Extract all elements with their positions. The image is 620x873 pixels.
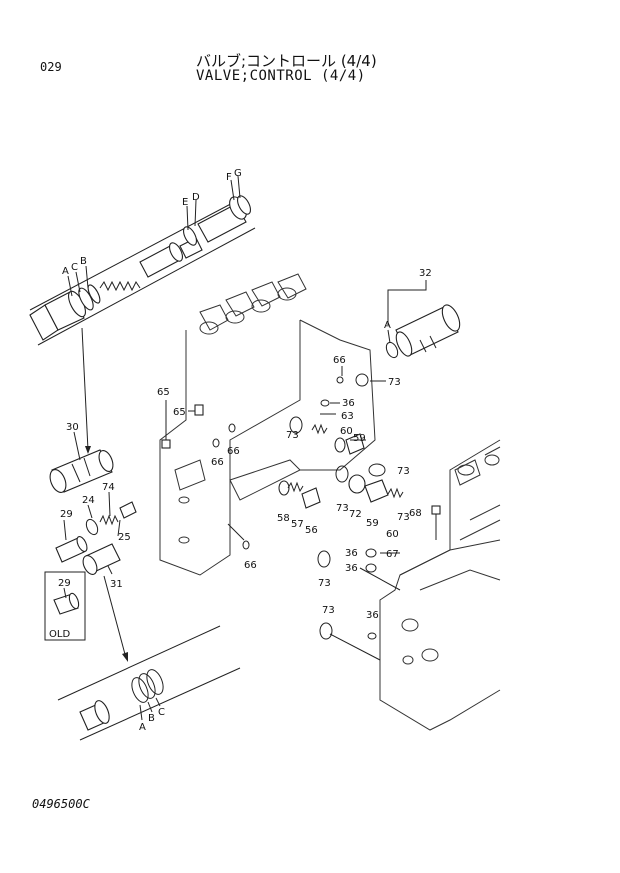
- callout-a-lower: A: [139, 722, 146, 733]
- callout-74: 74: [102, 482, 115, 493]
- callout-36-a: 36: [342, 398, 355, 409]
- callout-29-a: 29: [60, 509, 73, 520]
- callout-73-g: 73: [322, 605, 335, 616]
- callout-a-upper: A: [62, 266, 69, 277]
- callout-72: 72: [349, 509, 362, 520]
- part-32-cartridge: [385, 280, 461, 359]
- callout-66-b: 66: [211, 457, 224, 468]
- callout-old: OLD: [49, 629, 70, 640]
- callout-73-e: 73: [397, 512, 410, 523]
- valve-body-right: [379, 439, 501, 731]
- callout-60-a: 60: [340, 426, 353, 437]
- small-parts-left: [44, 491, 137, 641]
- spool-assembly-upper: [29, 175, 256, 346]
- callout-a-right: A: [384, 320, 391, 331]
- callout-58: 58: [277, 513, 290, 524]
- callout-c-lower: C: [158, 707, 165, 718]
- callout-29-b: 29: [58, 578, 71, 589]
- callout-f: F: [226, 172, 232, 183]
- callout-73-c: 73: [397, 466, 410, 477]
- callout-31: 31: [110, 579, 123, 590]
- drawing-reference-code: 0496500C: [32, 797, 90, 811]
- callout-73-b: 73: [286, 430, 299, 441]
- callout-65-b: 65: [173, 407, 186, 418]
- callout-labels: A C B E D F G 32 A 66 73 36 63 60 59 73 …: [49, 168, 432, 733]
- callout-d: D: [192, 192, 200, 203]
- old-part-box: [44, 571, 86, 641]
- title-japanese: バルブ;コントロール (4/4): [196, 52, 377, 70]
- part-30-spool: [49, 431, 114, 493]
- transfer-arrow-lower: [103, 575, 127, 659]
- callout-66-a: 66: [333, 355, 346, 366]
- callout-59-b: 59: [366, 518, 379, 529]
- callout-73-f: 73: [318, 578, 331, 589]
- callout-b-lower: B: [148, 713, 155, 724]
- callout-56: 56: [305, 525, 318, 536]
- callout-73-d: 73: [336, 503, 349, 514]
- callout-36-b: 36: [345, 548, 358, 559]
- callout-67: 67: [386, 549, 399, 560]
- title-english: VALVE;CONTROL (4/4): [196, 68, 366, 84]
- callout-66-c: 66: [227, 446, 240, 457]
- callout-66-d: 66: [244, 560, 257, 571]
- callout-g: G: [234, 168, 242, 179]
- lower-plug-assembly: [57, 625, 241, 741]
- callout-c-upper: C: [71, 262, 78, 273]
- callout-36-c: 36: [345, 563, 358, 574]
- callout-e: E: [182, 197, 188, 208]
- callout-68: 68: [409, 508, 422, 519]
- callout-24: 24: [82, 495, 95, 506]
- callout-25: 25: [118, 532, 131, 543]
- small-parts-center: [161, 366, 441, 661]
- callout-b-upper: B: [80, 256, 87, 267]
- callout-30: 30: [66, 422, 79, 433]
- callout-57: 57: [291, 519, 304, 530]
- callout-36-d: 36: [366, 610, 379, 621]
- callout-73-a: 73: [388, 377, 401, 388]
- valve-body-main: [159, 273, 376, 576]
- callout-63: 63: [341, 411, 354, 422]
- page-number: 029: [40, 60, 62, 74]
- callout-32: 32: [419, 268, 432, 279]
- callout-60-b: 60: [386, 529, 399, 540]
- callout-59-a: 59: [353, 433, 366, 444]
- transfer-arrow-upper: [81, 327, 89, 451]
- callout-65-a: 65: [157, 387, 170, 398]
